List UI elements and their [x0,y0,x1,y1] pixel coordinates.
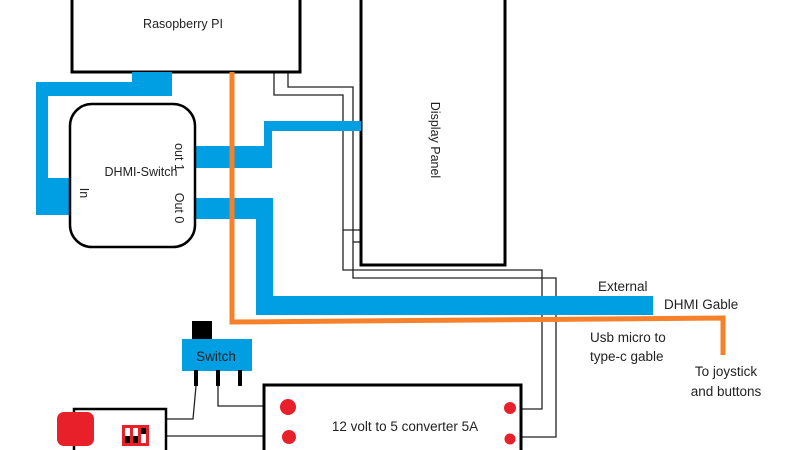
dip-switch-icon [122,425,149,446]
annotation-joystick-line1: To joystick [695,364,758,379]
hdmi-switch-label: DHMI-Switch [105,165,178,179]
power-switch[interactable]: Switch [182,321,252,386]
annotation-hdmi-gable: DHMI Gable [664,297,738,312]
hdmi-switch-port-in: In [77,188,91,198]
hdmi-switch[interactable]: DHMI-Switch In out 1 Out 0 [68,102,197,249]
power-wires [273,72,557,438]
annotation-usb-line1: Usb micro to [590,330,666,345]
power-switch-pin-1 [194,370,198,386]
hdmi-switch-port-out1: out 1 [172,143,186,171]
display-panel-box [359,0,507,267]
converter-terminal-in-1 [280,399,296,415]
power-switch-body [182,339,252,371]
display-panel[interactable]: Display Panel [359,0,507,267]
battery-pack[interactable] [57,407,168,450]
power-switch-label: Switch [196,349,236,364]
converter-terminal-in-2 [282,430,296,444]
hdmi-switch-box [68,102,197,249]
converter-terminal-out-1 [504,402,516,414]
power-switch-toggle[interactable] [192,321,212,341]
annotations: External DHMI Gable Usb micro to type-c … [590,279,762,399]
hdmi-cable-out1-to-display [195,121,361,168]
wire-battery-to-switch [166,385,197,420]
power-plug [57,412,94,446]
annotation-external: External [598,279,648,294]
converter[interactable]: 12 volt to 5 converter 5A [262,383,523,450]
switch-wires [166,385,264,437]
annotation-joystick-line2: and buttons [691,384,762,399]
wire-pi-to-converter-b [287,72,557,438]
converter-box [262,383,523,450]
power-switch-pin-3 [238,370,242,386]
wire-switch-to-converter [217,386,264,407]
raspberry-pi[interactable]: Rasopberry PI [70,0,302,74]
hdmi-cable-out0-external [195,198,653,315]
display-panel-label: Display Panel [428,102,442,178]
annotation-usb-line2: type-c gable [590,349,664,364]
converter-label: 12 volt to 5 converter 5A [332,419,478,434]
power-switch-pin-2 [216,370,220,386]
wire-pi-to-converter-a [273,72,543,410]
raspberry-pi-label: Rasopberry PI [143,17,223,31]
hdmi-switch-port-out0: Out 0 [172,193,186,224]
raspberry-pi-box [70,0,302,74]
converter-terminal-out-2 [504,433,516,445]
